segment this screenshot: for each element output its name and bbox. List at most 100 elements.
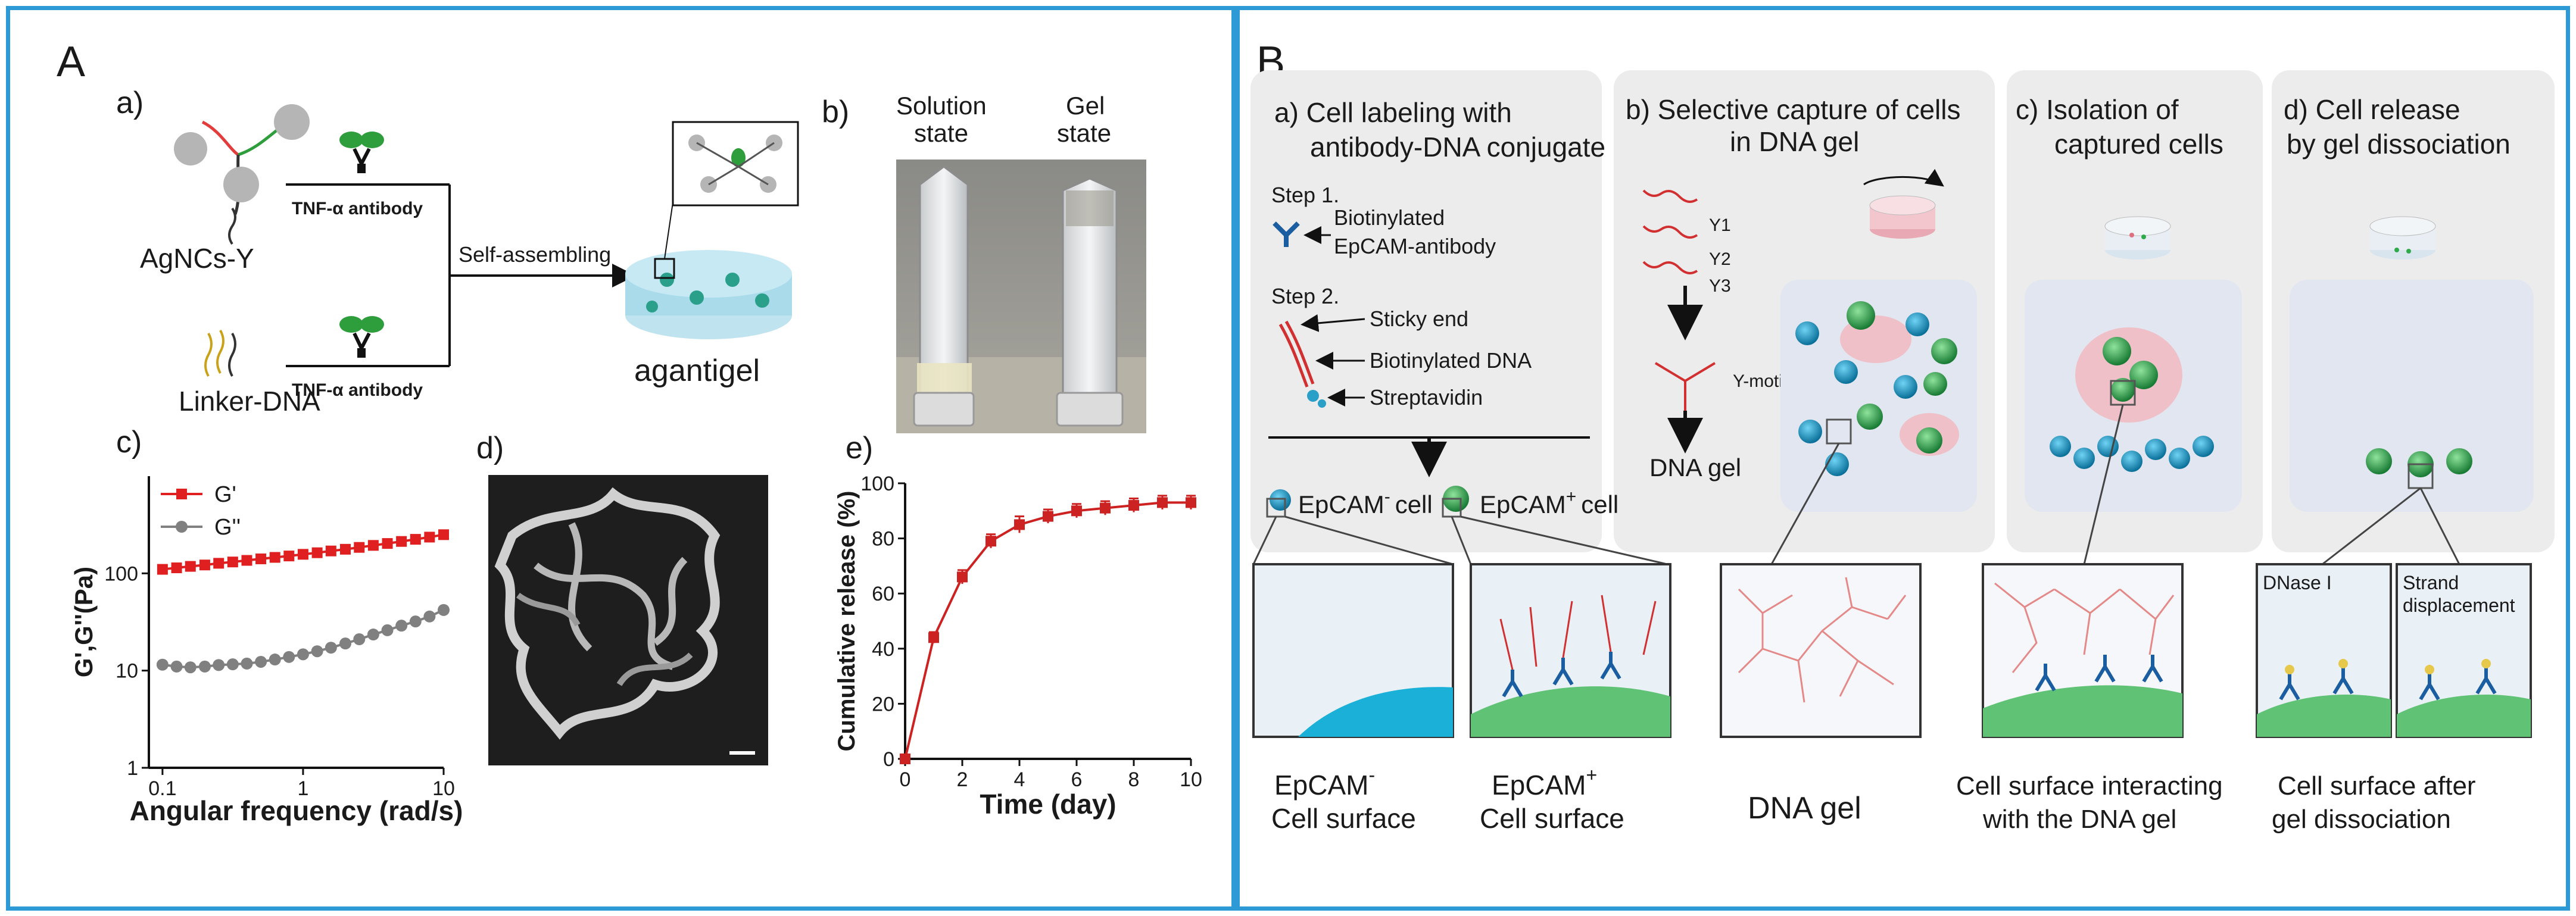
data-point: [1157, 497, 1168, 508]
data-point: [1014, 519, 1025, 530]
y1-label: Y1: [1709, 215, 1731, 235]
legend-marker: [176, 521, 188, 533]
biotinylated-dna-label: Biotinylated DNA: [1370, 348, 1532, 373]
dna-conjugate-icon: [1278, 320, 1326, 408]
data-point: [423, 610, 436, 623]
data-point: [297, 648, 309, 661]
data-point: [255, 655, 267, 668]
data-point: [957, 571, 968, 583]
y-tick-label: 10: [116, 660, 138, 683]
data-point: [367, 540, 379, 551]
y-tick-label: 100: [104, 562, 138, 585]
subpanel-c-tag: c): [116, 425, 142, 459]
linker-dna-illustration: [204, 330, 236, 377]
x-tick-label: 1: [297, 777, 308, 800]
linker-dna-label: Linker-DNA: [179, 386, 320, 417]
data-point: [184, 661, 197, 674]
y-tick-label: 60: [872, 583, 894, 605]
data-point: [241, 555, 252, 566]
capture-zone: [1780, 280, 1977, 512]
step2-label: Step 2.: [1271, 284, 1339, 308]
tube-photo: [896, 160, 1146, 433]
data-point: [283, 651, 295, 663]
sticky-end-label: Sticky end: [1370, 307, 1468, 331]
y2-label: Y2: [1709, 249, 1731, 269]
dnase-label: DNase I: [2263, 572, 2332, 593]
y-tick-label: 1: [127, 757, 138, 780]
legend-marker: [176, 489, 187, 499]
data-point: [438, 529, 449, 540]
y-axis-label: G',G''(Pa): [70, 567, 98, 677]
data-point: [424, 532, 435, 543]
data-point: [382, 538, 393, 549]
data-point: [241, 657, 253, 670]
data-point: [410, 534, 421, 545]
agantigel-illustration: [625, 121, 799, 339]
y-tick-label: 40: [872, 638, 894, 661]
data-point: [213, 558, 224, 569]
panel-a-letter: A: [57, 38, 85, 86]
sem-image: [488, 475, 768, 765]
dish-icon: [2369, 216, 2436, 260]
epcam-pos-cell-label: EpCAM+cell: [1480, 487, 1618, 518]
x-tick-label: 10: [432, 777, 455, 800]
caption-dna-gel: DNA gel: [1748, 791, 1861, 826]
streptavidin-label: Streptavidin: [1370, 385, 1483, 409]
x-tick-label: 8: [1128, 768, 1140, 791]
data-point: [1100, 502, 1111, 514]
data-point: [311, 645, 323, 658]
data-point: [269, 654, 281, 666]
data-point: [311, 547, 323, 558]
panel-b-frame: [1236, 6, 2570, 911]
antibody-icon: [339, 316, 384, 358]
antibody-label-bottom: TNF-α antibody: [292, 380, 423, 400]
data-point: [156, 658, 169, 671]
data-point: [157, 564, 168, 575]
data-point: [438, 604, 450, 616]
panel-a-frame: [6, 6, 1236, 911]
data-point: [1186, 497, 1196, 508]
assembly-brackets: [286, 183, 636, 367]
data-point: [986, 536, 996, 547]
data-point: [339, 637, 351, 650]
data-point: [409, 615, 422, 628]
y-tick-label: 0: [883, 748, 894, 771]
caption-epcam-pos: EpCAM+ Cell surface: [1480, 756, 1624, 834]
x-tick-label: 0.1: [148, 777, 176, 800]
data-point: [1043, 511, 1053, 522]
data-point: [353, 633, 366, 646]
data-point: [325, 642, 337, 654]
data-point: [354, 542, 365, 553]
data-point: [297, 549, 308, 560]
legend-label: G'': [214, 515, 241, 540]
x-axis-label: Angular frequency (rad/s): [130, 795, 463, 826]
y-motif-label: Y-motif: [1733, 371, 1788, 391]
x-tick-label: 2: [957, 768, 968, 791]
subpanel-d-tag: d): [476, 431, 504, 465]
data-point: [283, 551, 295, 562]
subpanel-a-tag: a): [116, 86, 144, 120]
data-point: [1128, 500, 1139, 511]
data-point: [170, 660, 183, 673]
step2-arrows: [1301, 314, 1365, 407]
x-tick-label: 10: [1180, 768, 1202, 791]
data-point: [199, 559, 210, 571]
data-point: [396, 536, 407, 547]
zoom-dnase: [2256, 563, 2392, 738]
step1-label: Step 1.: [1271, 183, 1339, 207]
self-assembling-label: Self-assembling: [459, 242, 611, 267]
data-point: [325, 545, 336, 557]
antibody-label-top: TNF-α antibody: [292, 199, 423, 218]
data-point: [928, 632, 939, 643]
zoom-connectors: [1252, 404, 2460, 565]
